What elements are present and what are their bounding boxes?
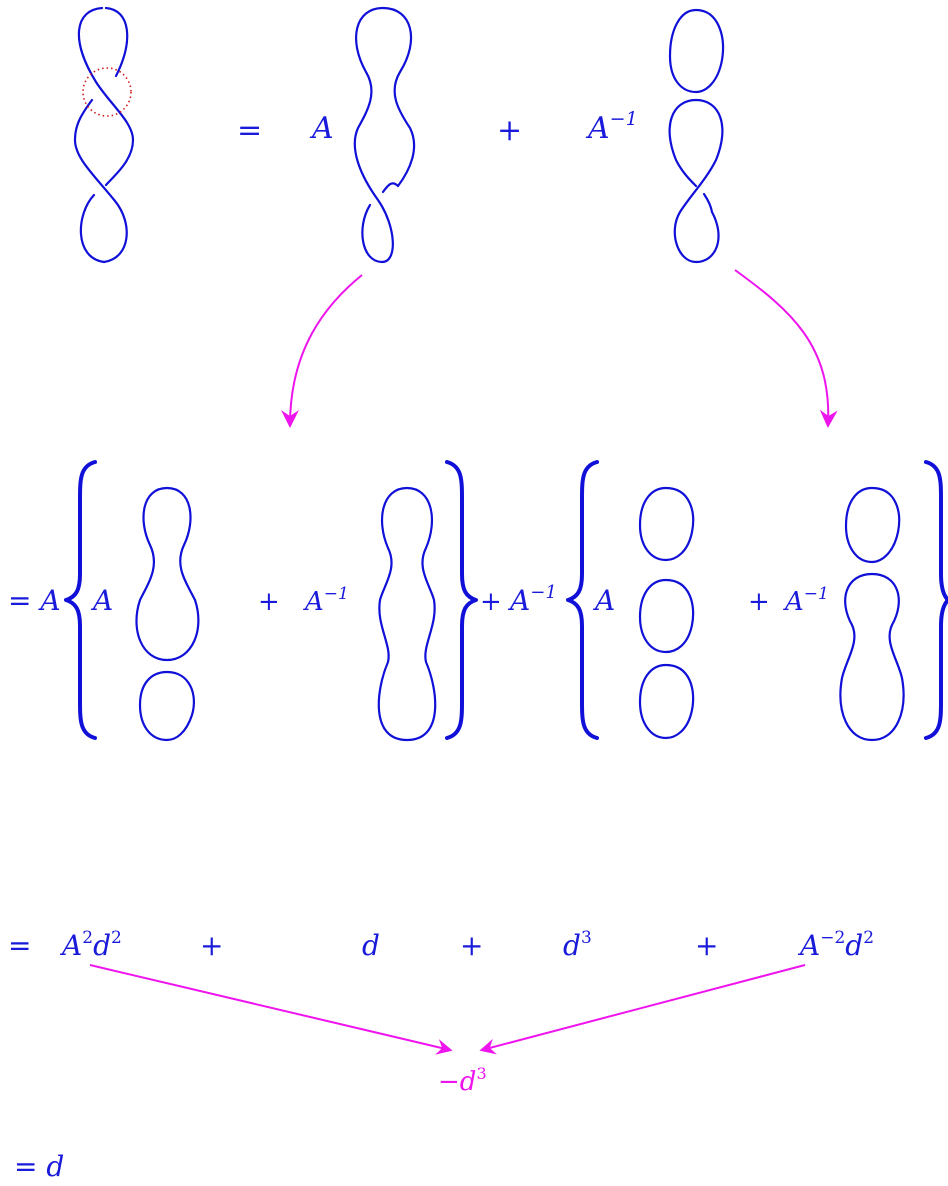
row1-equals: = bbox=[237, 113, 262, 148]
right-brace-group1 bbox=[445, 460, 478, 740]
row3-plus-3: + bbox=[695, 929, 718, 962]
twisted-unknot-diagram bbox=[73, 6, 135, 264]
g1-plus: + bbox=[258, 587, 280, 617]
row2-middle-plus: + bbox=[480, 587, 502, 617]
g1-term-a-inverse-loop bbox=[377, 486, 437, 742]
g2-plus: + bbox=[748, 587, 770, 617]
g2-term-a-three-loops bbox=[638, 486, 695, 740]
row3-plus-2: + bbox=[460, 929, 483, 962]
g1-coef-a-inverse: A−1 bbox=[303, 584, 349, 617]
arrow-combine-right bbox=[479, 964, 806, 1055]
crossing-marker bbox=[82, 67, 132, 117]
g2-term-a-inverse-loops bbox=[839, 486, 905, 742]
left-brace-group1 bbox=[64, 460, 97, 740]
row2-leading-equals-a: = A bbox=[8, 584, 61, 617]
arrow-combine-left bbox=[89, 964, 453, 1055]
row1-coefficient-a-inverse: A−1 bbox=[585, 108, 638, 146]
g2-coef-a: A bbox=[592, 584, 615, 617]
row3-equals: = bbox=[8, 929, 31, 962]
combined-term: −d3 bbox=[438, 1064, 487, 1097]
final-result: = d bbox=[14, 1150, 64, 1183]
term-a2-d2: A2d2 bbox=[59, 928, 122, 962]
right-brace-group2 bbox=[924, 460, 948, 740]
term-d: d bbox=[362, 929, 380, 962]
row2-middle-a-inverse: A−1 bbox=[507, 582, 557, 617]
row3-plus-1: + bbox=[200, 929, 223, 962]
left-brace-group2 bbox=[566, 460, 599, 740]
arrow-expand-left bbox=[281, 274, 363, 428]
arrow-expand-right bbox=[734, 269, 838, 428]
g1-coef-a: A bbox=[90, 584, 113, 617]
row1-coefficient-a: A bbox=[309, 111, 334, 146]
g2-coef-a-inverse: A−1 bbox=[783, 584, 829, 617]
term-a-2-d2: A−2d2 bbox=[797, 928, 874, 962]
row1-plus: + bbox=[497, 113, 522, 148]
smoothing-a-inverse-diagram bbox=[668, 8, 724, 264]
g1-term-a-loops bbox=[135, 486, 200, 742]
smoothing-a-diagram bbox=[353, 6, 416, 264]
term-d3: d3 bbox=[563, 928, 592, 962]
